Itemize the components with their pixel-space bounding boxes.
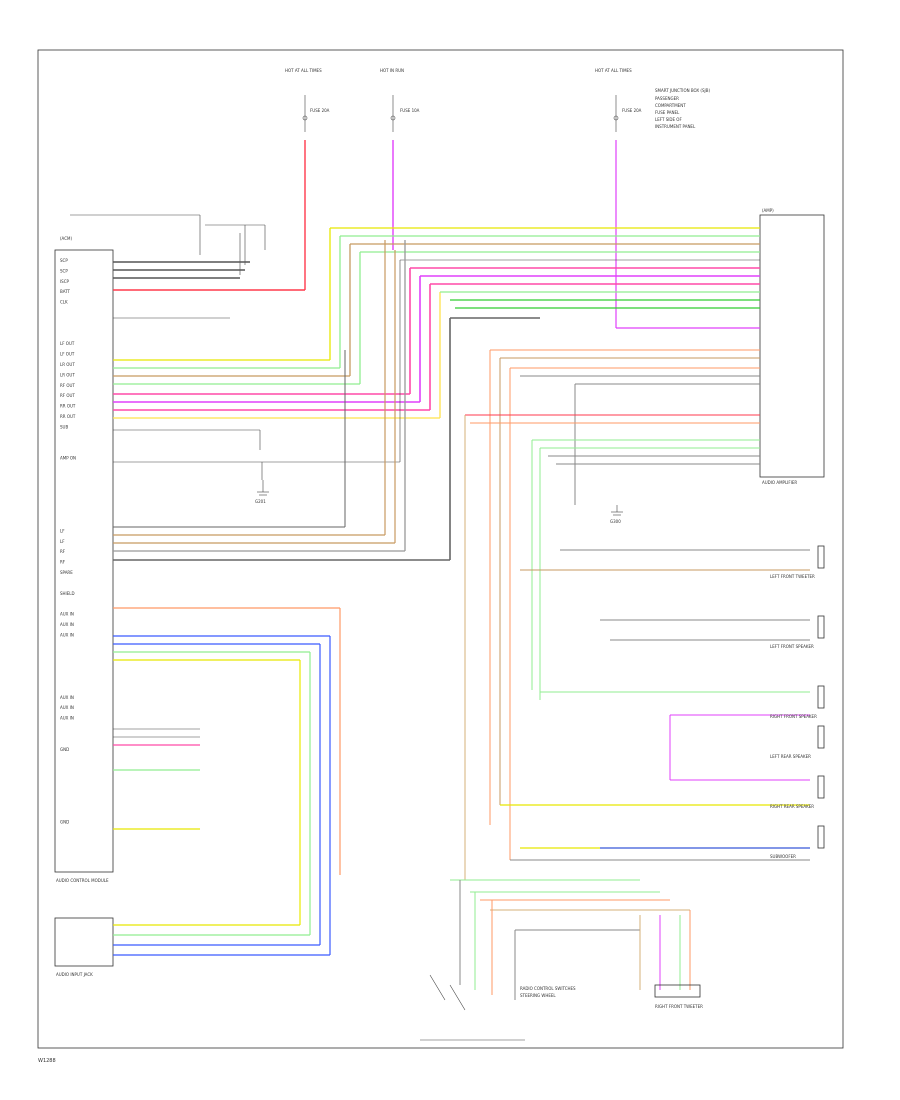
acm-pin-label: RF OUT [60,393,75,398]
power-feed-3-label: HOT AT ALL TIMES [595,68,632,73]
sjb-note-2: FUSE PANEL [655,110,680,115]
audio-control-module-box [54,249,114,873]
acm-pin-label: GND [60,820,69,825]
acm-pin-label: AUX IN [60,632,74,637]
sjb-notes: SMART JUNCTION BOX (SJB) PASSENGER COMPA… [655,88,710,129]
power-feed-2: HOT IN RUN FUSE 10A [380,68,420,250]
speaker-label: LEFT FRONT TWEETER [770,574,815,579]
speaker-group: LEFT FRONT TWEETER LEFT FRONT SPEAKER RIGH… [655,545,825,1009]
sjb-label: SMART JUNCTION BOX (SJB) [655,88,710,93]
acm-pin-label: AUX IN [60,695,74,700]
speaker: LEFT FRONT SPEAKER [770,615,825,649]
acm-pin-label: AUX IN [60,612,74,617]
acm-pin-label: AUX IN [60,705,74,710]
acm-pin-label: LF OUT [60,341,75,346]
acm-sub-label: (ACM) [60,236,72,241]
acm-pin-label: AUX IN [60,622,74,627]
steering-controls-label: RADIO CONTROL SWITCHES [520,986,576,991]
power-feed-2-label: HOT IN RUN [380,68,404,73]
acm-pin-labels: SCP SCP ISCP BATT CLK LF OUT LF OUT LR OUT LR OU… [60,258,76,825]
power-feed-1: HOT AT ALL TIMES FUSE 20A [285,68,330,290]
acm-lower-outputs [113,240,540,561]
speaker-label: RIGHT FRONT TWEETER [655,1004,703,1009]
power-feed-3: HOT AT ALL TIMES FUSE 20A [595,68,760,329]
acm-pin-label: SCP [60,268,68,273]
acm-pin-label: ISCP [60,279,70,284]
power-feed-2-fuse: FUSE 10A [400,108,420,113]
acm-pin-label: RR OUT [60,404,76,409]
acm-pin-label: LR OUT [60,372,75,377]
acm-pin-label: LF OUT [60,352,75,357]
speaker: LEFT REAR SPEAKER [770,725,825,759]
speaker: RIGHT FRONT TWEETER [655,1004,703,1009]
sjb-note-1: COMPARTMENT [655,103,686,108]
amp-label: AUDIO AMPLIFIER [762,480,797,485]
diagram-frame [37,49,844,1049]
speaker: RIGHT REAR SPEAKER [770,775,825,809]
power-feed-1-fuse: FUSE 20A [310,108,330,113]
acm-pin-label: LF [60,528,65,533]
acm-pin-label: SCP [60,258,68,263]
acm-pin-label: RR OUT [60,414,76,419]
ground-1: G201 [255,480,269,504]
ground-2-label: G300 [610,519,621,524]
speaker-label: LEFT REAR SPEAKER [770,754,811,759]
acm-pin-label: AUX IN [60,716,74,721]
acm-pin-label: CLK [60,300,68,305]
speaker: SUBWOOFER [770,825,825,859]
power-feed-1-label: HOT AT ALL TIMES [285,68,322,73]
lower-center-wiring: RADIO CONTROL SWITCHES STEERING WHEEL [420,879,701,1041]
acm-pin-label: RF [60,560,66,565]
audio-amplifier-box [759,214,825,478]
acm-pin-label: RF [60,549,66,554]
acm-pin-label: AMP ON [60,456,76,461]
acm-pin-label: LF [60,539,65,544]
sjb-note-4: INSTRUMENT PANEL [655,124,696,129]
acm-pin-label: SPARE [60,570,73,575]
speaker: RIGHT FRONT SPEAKER [770,685,825,719]
amp-speaker-wiring [464,349,810,880]
sjb-note-0: PASSENGER [655,96,679,101]
sjb-note-3: LEFT SIDE OF [655,117,682,122]
steering-controls-sub-label: STEERING WHEEL [520,993,556,998]
amp-sub-label: (AMP) [762,208,774,213]
acm-to-amp-wiring [113,227,760,480]
acm-label: AUDIO CONTROL MODULE [56,878,109,883]
top-left-network [70,214,305,319]
speaker: LEFT FRONT TWEETER [770,545,825,579]
speaker-label: LEFT FRONT SPEAKER [770,644,814,649]
acm-pin-label: SUB [60,424,68,429]
diagram-ref-id: W1288 [38,1058,56,1064]
acm-pin-label: SHIELD [60,591,75,596]
acm-pin-label: GND [60,747,69,752]
speaker-label: RIGHT REAR SPEAKER [770,804,814,809]
power-feed-3-fuse: FUSE 20A [622,108,642,113]
ground-2: G300 [610,505,623,524]
acm-pin-label: RF OUT [60,383,75,388]
speaker-label: SUBWOOFER [770,854,796,859]
acm-pin-label: BATT [60,289,71,294]
ground-1-label: G201 [255,499,266,504]
aux-wiring [113,607,341,956]
speaker-label: RIGHT FRONT SPEAKER [770,714,817,719]
audio-input-jack-label: AUDIO INPUT JACK [56,972,93,977]
audio-input-jack-box [54,917,114,967]
acm-pin-label: LR OUT [60,362,75,367]
